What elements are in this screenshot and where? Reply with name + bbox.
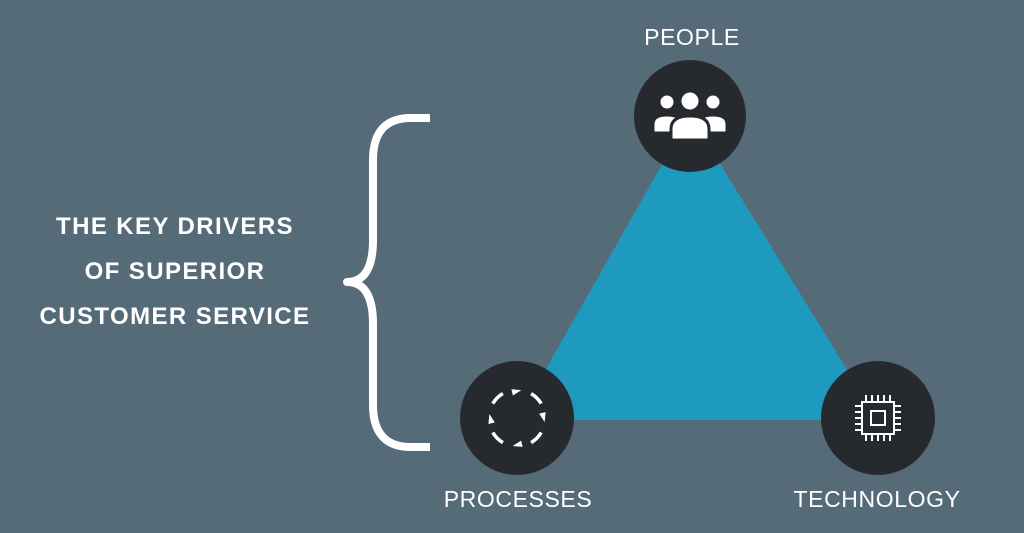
processes-node-circle bbox=[460, 361, 574, 475]
microchip-icon bbox=[855, 395, 901, 441]
headline: THE KEY DRIVERS OF SUPERIOR CUSTOMER SER… bbox=[0, 204, 350, 339]
drivers-triangle bbox=[517, 115, 878, 420]
people-node bbox=[634, 60, 746, 172]
cycle-arrows-icon bbox=[488, 389, 546, 447]
headline-line-1: THE KEY DRIVERS bbox=[56, 213, 294, 240]
headline-line-3: CUSTOMER SERVICE bbox=[39, 303, 311, 330]
people-group-icon bbox=[651, 89, 729, 142]
processes-label: PROCESSES bbox=[443, 486, 593, 512]
people-label: PEOPLE bbox=[644, 24, 740, 50]
curly-brace bbox=[343, 114, 430, 451]
technology-node-circle bbox=[821, 361, 935, 475]
technology-node bbox=[821, 361, 935, 475]
technology-label: TECHNOLOGY bbox=[793, 486, 961, 512]
processes-node bbox=[460, 361, 574, 475]
headline-line-2: OF SUPERIOR bbox=[84, 258, 266, 285]
